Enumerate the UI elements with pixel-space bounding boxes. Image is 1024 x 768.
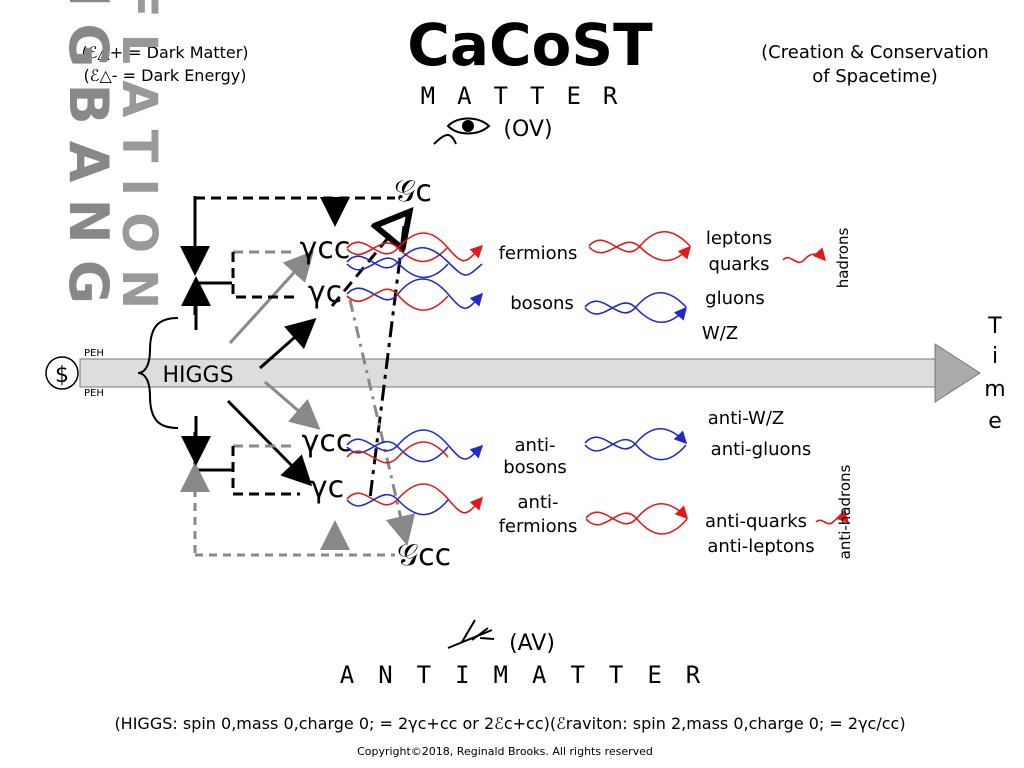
wz-label: W/Z — [702, 323, 738, 344]
matter-ov: (OV) — [503, 117, 552, 142]
matter-label: MATTER — [421, 82, 640, 110]
time-letter-e: e — [988, 409, 1002, 434]
gluons-label: gluons — [705, 288, 765, 309]
anti-hadrons-label: anti-hadrons — [836, 464, 854, 559]
singularity-symbol — [45, 356, 79, 390]
upper-wave-group — [346, 231, 827, 323]
observer-eye-icon — [433, 117, 491, 145]
quarks-label: quarks — [708, 254, 769, 275]
higgs-connection-lines — [180, 196, 416, 557]
antimatter-av: (AV) — [509, 631, 555, 656]
dark-matter-note: (ℰ△+ = Dark Matter) — [81, 43, 248, 62]
dark-energy-note: (ℰ△- = Dark Energy) — [84, 66, 247, 85]
bigbang-vertical-label: BIGBANG — [57, 0, 120, 320]
anti-wz-label: anti-W/Z — [708, 408, 784, 429]
antimatter-label: ANTIMATTER — [340, 661, 725, 689]
higgs-brace — [137, 317, 179, 429]
graviton-c: 𝒢c — [394, 174, 432, 209]
hadrons-label: hadrons — [834, 228, 852, 289]
subtitle-line-1: (Creation & Conservation — [761, 42, 989, 63]
gamma-c-lower: γc — [310, 470, 344, 505]
gamma-c-upper: γc — [308, 275, 342, 310]
lower-wave-group — [346, 428, 850, 535]
anti-bosons-label-2: bosons — [503, 457, 567, 478]
gamma-cc-lower: γcc — [302, 424, 353, 459]
main-title: CaCoST — [407, 11, 653, 79]
anti-gluons-label: anti-gluons — [711, 439, 812, 460]
time-letter-i: i — [992, 344, 998, 369]
footer-formula: (HIGGS: spin 0,mass 0,charge 0; = 2γc+cc… — [114, 714, 905, 733]
anti-leptons-label: anti-leptons — [707, 536, 814, 557]
time-letter-t: T — [987, 314, 1002, 339]
higgs-label: HIGGS — [162, 363, 233, 388]
time-arrow — [79, 343, 981, 403]
gamma-cc-upper: γcc — [300, 231, 351, 266]
graviton-cc: 𝒢cc — [397, 538, 451, 573]
singularity-dollar: $ — [55, 363, 69, 388]
time-letter-m: m — [984, 377, 1005, 402]
copyright-text: Copyright©2018, Reginald Brooks. All rig… — [357, 745, 653, 758]
leptons-label: leptons — [706, 228, 772, 249]
peh-lower: PEH — [84, 388, 104, 399]
anti-bosons-label-1: anti- — [515, 435, 556, 456]
fermions-label: fermions — [499, 243, 578, 264]
anti-fermions-label-1: anti- — [518, 492, 559, 513]
bosons-label: bosons — [510, 293, 574, 314]
antimatter-icon — [447, 619, 495, 649]
inflation-vertical-label: INFLATION — [111, 0, 167, 325]
subtitle-line-2: of Spacetime) — [812, 66, 938, 87]
anti-quarks-label: anti-quarks — [705, 511, 807, 532]
anti-fermions-label-2: fermions — [499, 516, 578, 537]
peh-upper: PEH — [84, 348, 104, 359]
